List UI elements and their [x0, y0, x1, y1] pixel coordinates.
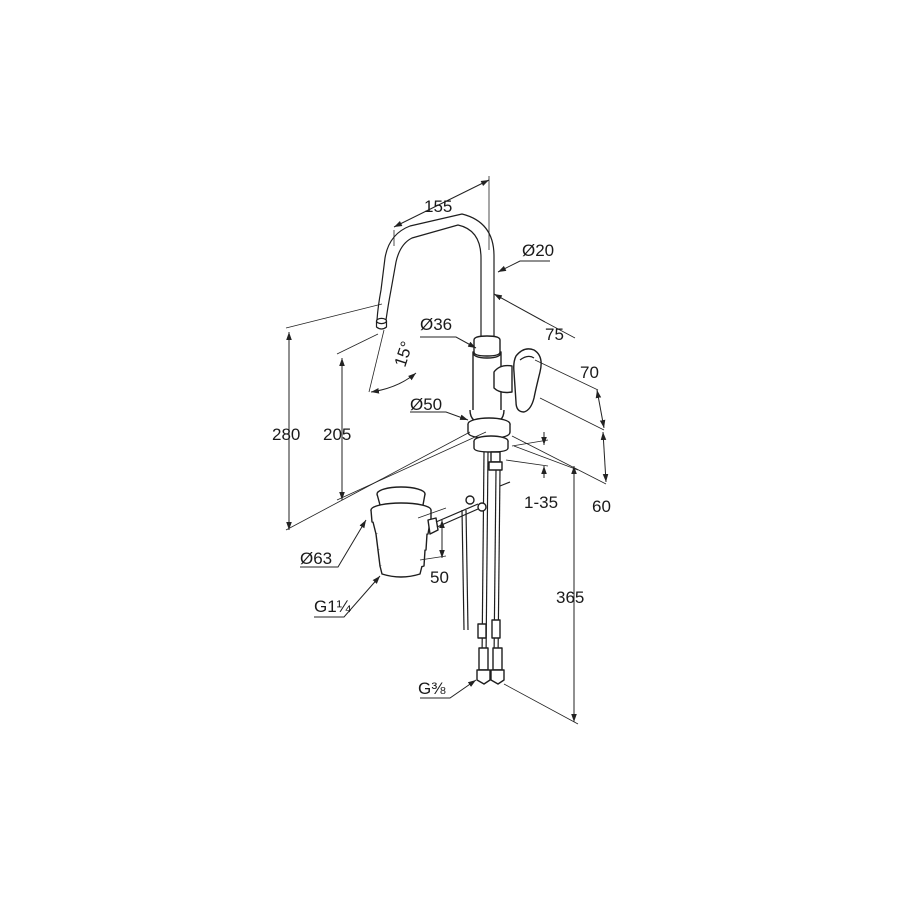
- dimension-d50-leader: [410, 411, 469, 421]
- label-diameter-36: Ø36: [420, 315, 452, 334]
- dimension-75: [493, 293, 576, 339]
- dimension-d63-leader: [300, 519, 367, 568]
- dimension-15deg: [368, 329, 417, 394]
- dimension-60: [511, 431, 609, 485]
- dimension-g38-leader: [420, 679, 477, 699]
- label-diameter-20: Ø20: [522, 241, 554, 260]
- label-diameter-50: Ø50: [410, 395, 442, 414]
- label-diameter-63: Ø63: [300, 549, 332, 568]
- label-155: 155: [424, 197, 452, 216]
- dimension-205: [336, 333, 487, 501]
- label-15-degrees: 15°: [391, 339, 417, 369]
- label-280: 280: [272, 425, 300, 444]
- label-g-1-1-4: G1¼: [314, 597, 352, 616]
- lever-handle: [493, 348, 542, 413]
- label-365: 365: [556, 588, 584, 607]
- base-flange: [467, 417, 511, 453]
- label-g-3-8: G⅜: [418, 679, 446, 698]
- label-1-35: 1-35: [524, 493, 558, 512]
- dimension-d36-leader: [420, 336, 477, 349]
- dimension-70: [534, 359, 606, 431]
- dimension-1-35: [505, 432, 549, 478]
- dimension-g114-leader: [314, 575, 381, 618]
- label-75: 75: [545, 325, 564, 344]
- label-50: 50: [430, 568, 449, 587]
- label-70: 70: [580, 363, 599, 382]
- waste-valve: [370, 486, 487, 578]
- dimension-155: [393, 176, 490, 250]
- dimension-50: [417, 507, 447, 561]
- label-205: 205: [323, 425, 351, 444]
- dimension-d20-leader: [497, 260, 550, 273]
- faucet-spout: [375, 213, 495, 340]
- dimension-365: [503, 445, 579, 725]
- label-60: 60: [592, 497, 611, 516]
- mounting-stud-and-hoses: [461, 451, 511, 685]
